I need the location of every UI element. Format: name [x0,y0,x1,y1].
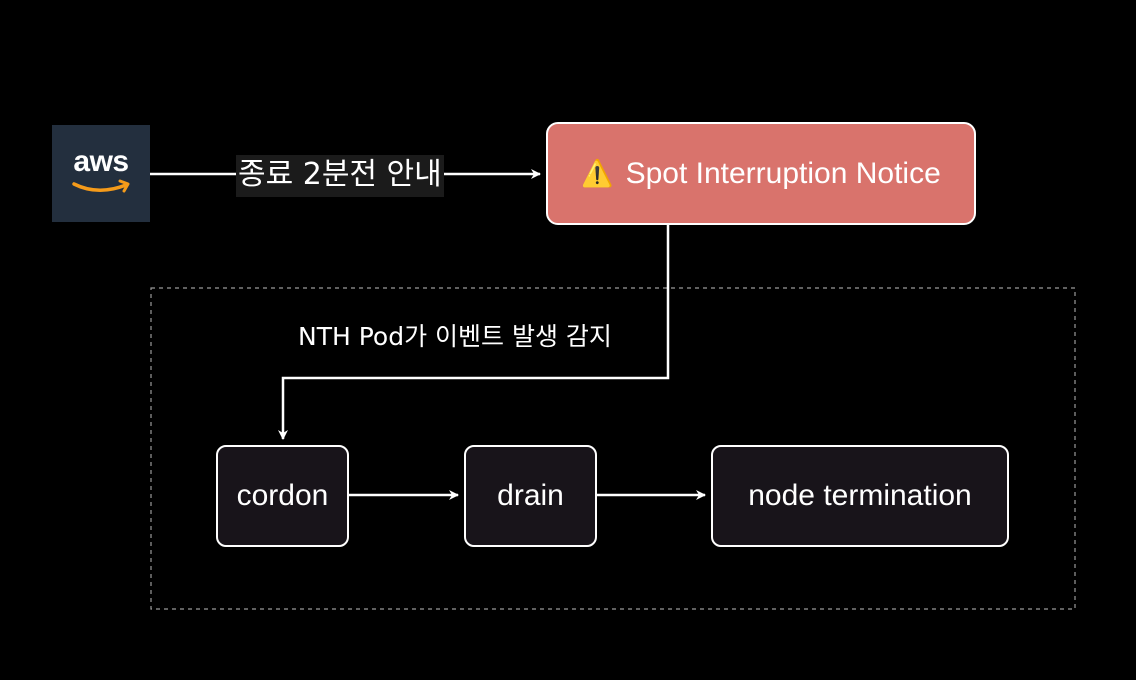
aws-smile-icon [72,179,130,193]
drain-label: drain [497,479,564,512]
edge-label-termination-warning: 종료 2분전 안내 [236,155,444,197]
aws-logo: aws [52,125,150,222]
aws-logo-text: aws [73,145,129,178]
cordon-label: cordon [236,479,329,512]
cordon-node: cordon [216,445,349,547]
warning-icon: ⚠️ [581,158,614,189]
spot-interruption-notice-node: ⚠️ Spot Interruption Notice [546,122,976,225]
nth-process-group [150,287,1076,610]
drain-node: drain [464,445,597,547]
notice-label: Spot Interruption Notice [625,156,941,190]
edge-label-nth-detect: NTH Pod가 이벤트 발생 감지 [298,322,612,351]
node-termination-label: node termination [748,479,972,512]
node-termination-node: node termination [711,445,1009,547]
edge-notice-to-cordon [278,225,670,440]
